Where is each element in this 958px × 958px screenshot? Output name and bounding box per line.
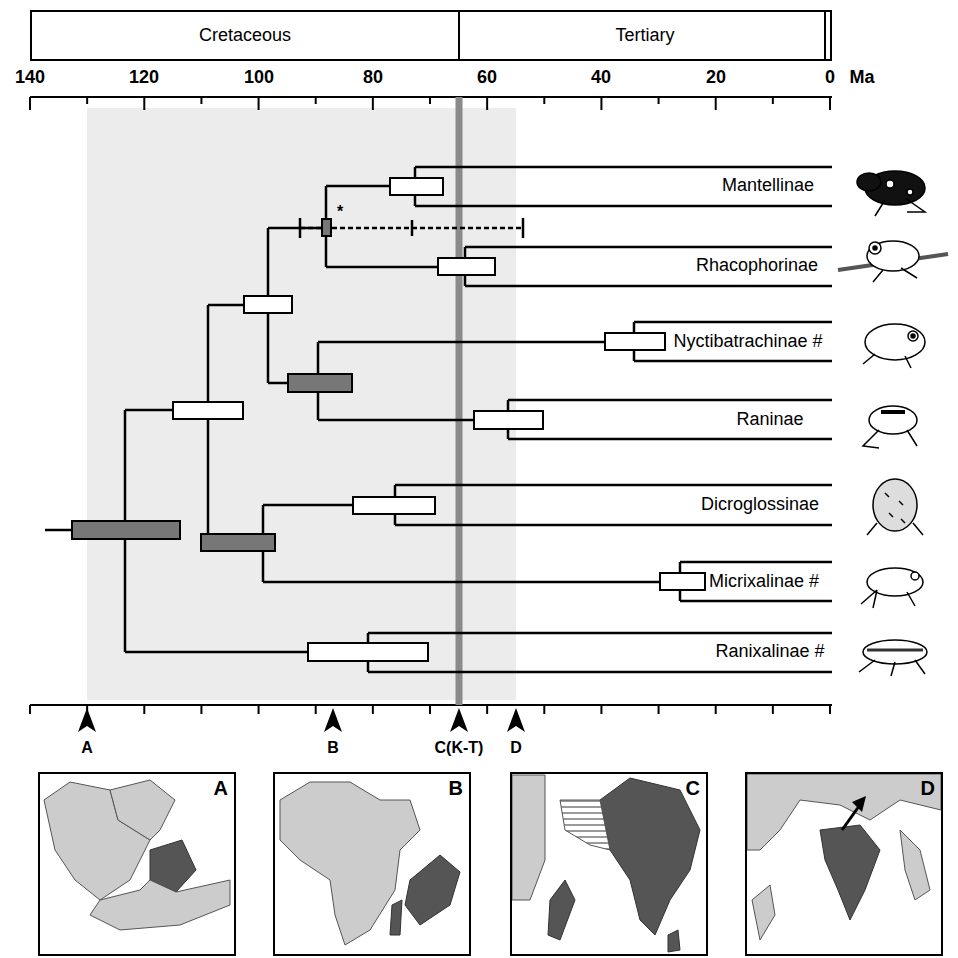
panel-letter: A bbox=[214, 777, 228, 800]
taxon-name: Rhacophorinae bbox=[693, 256, 821, 276]
axis-number: 100 bbox=[244, 68, 274, 88]
marker-letter: A bbox=[81, 739, 93, 757]
axis-number: 140 bbox=[15, 68, 45, 88]
axis-number: 60 bbox=[477, 68, 497, 88]
axis-number: 40 bbox=[591, 68, 611, 88]
period-box: Cretaceous bbox=[30, 10, 460, 61]
period-name: Cretaceous bbox=[199, 25, 291, 46]
taxon-name: Nyctibatrachinae # bbox=[670, 332, 825, 352]
axis-number: 0 bbox=[825, 68, 835, 88]
dashed-interval bbox=[300, 218, 523, 238]
taxon-name: Dicroglossinae bbox=[698, 495, 822, 515]
taxon-name: Ranixalinae # bbox=[712, 642, 827, 662]
paleo-maps bbox=[44, 774, 941, 952]
kt-boundary bbox=[456, 97, 463, 705]
axis-number: 120 bbox=[129, 68, 159, 88]
taxon-name: Micrixalinae # bbox=[706, 572, 822, 592]
period-divider bbox=[824, 10, 826, 60]
axis-ticks bbox=[30, 97, 832, 714]
map-panel: D bbox=[745, 772, 943, 956]
taxon-name: Mantellinae bbox=[719, 176, 817, 196]
taxon-name: Raninae bbox=[733, 410, 806, 430]
frog-icons bbox=[838, 171, 948, 676]
tree-branches bbox=[45, 167, 832, 672]
asterisk-note: * bbox=[337, 203, 343, 221]
panel-letter: B bbox=[449, 777, 463, 800]
period-box: Tertiary bbox=[458, 10, 832, 61]
map-panel: B bbox=[273, 772, 471, 956]
panel-letter: C bbox=[686, 777, 700, 800]
confidence-bars bbox=[72, 178, 705, 661]
map-panel: C bbox=[510, 772, 708, 956]
marker-letter: D bbox=[510, 739, 522, 757]
time-markers bbox=[78, 708, 525, 732]
marker-letter: B bbox=[327, 739, 339, 757]
map-panel: A bbox=[38, 772, 236, 956]
axis-number: 20 bbox=[706, 68, 726, 88]
panel-letter: D bbox=[921, 777, 935, 800]
shaded-interval bbox=[87, 108, 516, 700]
axis-unit: Ma bbox=[849, 68, 874, 88]
axis-number: 80 bbox=[363, 68, 383, 88]
period-name: Tertiary bbox=[615, 25, 674, 46]
marker-letter: C(K-T) bbox=[435, 739, 484, 757]
